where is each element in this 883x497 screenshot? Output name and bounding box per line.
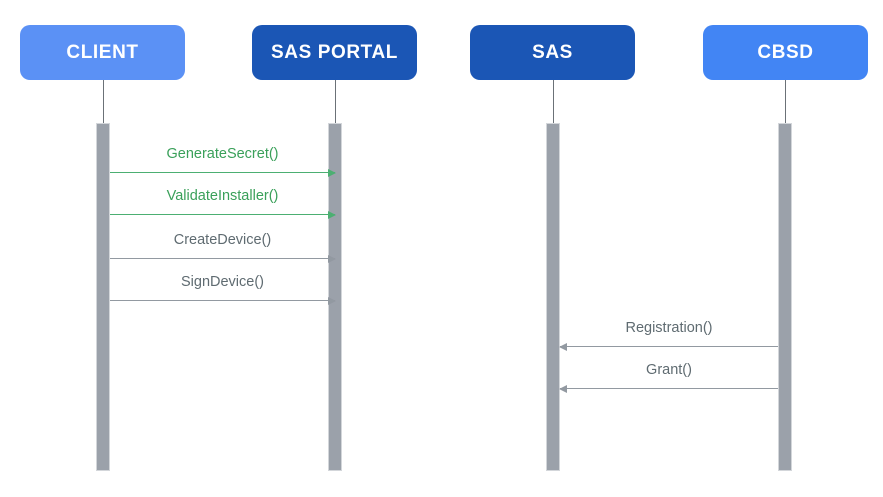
arrow-head-4 <box>559 342 567 351</box>
message-line-0 <box>110 172 335 173</box>
message-label-2: CreateDevice() <box>173 232 272 248</box>
actor-box-sas-portal[interactable]: SAS PORTAL <box>252 25 417 80</box>
actor-box-cbsd[interactable]: CBSD <box>703 25 868 80</box>
activation-bar-sas <box>546 123 560 471</box>
activation-bar-cbsd <box>778 123 792 471</box>
arrow-head-3 <box>328 296 336 305</box>
message-line-4 <box>560 346 778 347</box>
arrow-head-1 <box>328 210 336 219</box>
message-line-2 <box>110 258 335 259</box>
message-label-1: ValidateInstaller() <box>166 188 279 204</box>
message-label-3: SignDevice() <box>181 274 264 290</box>
actor-label: CLIENT <box>66 41 139 63</box>
message-line-5 <box>560 388 778 389</box>
message-line-1 <box>110 214 335 215</box>
arrow-head-0 <box>328 168 336 177</box>
actor-label: SAS PORTAL <box>270 41 399 63</box>
arrow-head-5 <box>559 384 567 393</box>
message-label-5: Grant() <box>646 362 692 378</box>
actor-label: SAS <box>532 41 573 63</box>
arrow-head-2 <box>328 254 336 263</box>
activation-bar-client <box>96 123 110 471</box>
actor-label: CBSD <box>757 41 814 63</box>
actor-box-client[interactable]: CLIENT <box>20 25 185 80</box>
actor-box-sas[interactable]: SAS <box>470 25 635 80</box>
message-line-3 <box>110 300 335 301</box>
message-label-4: Registration() <box>625 320 713 336</box>
message-label-0: GenerateSecret() <box>166 146 279 162</box>
